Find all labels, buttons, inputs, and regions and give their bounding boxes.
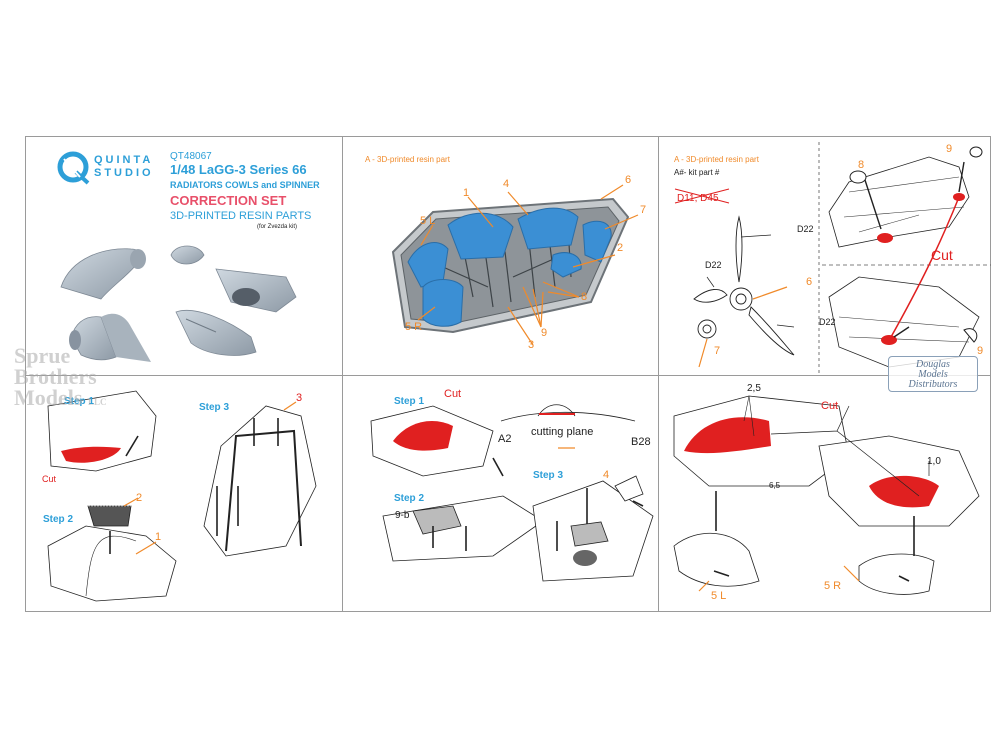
kit-part-a2: A2 — [498, 433, 512, 445]
part-label-5r: 5 R — [405, 321, 423, 333]
part-label-8: 8 — [581, 291, 588, 303]
part-label-3-step: 3 — [296, 392, 303, 404]
watermark-llc: LLC — [87, 397, 107, 407]
part-label-9-bottom: 9 — [977, 345, 984, 357]
cowl-fit-panel: Cut 2,5 6,5 1,0 5 L 5 R — [659, 376, 991, 612]
brand-name-1: QUINTA — [94, 154, 154, 166]
parts-legend-text: A - 3D-printed resin part — [365, 155, 450, 164]
product-code: QT48067 — [170, 151, 212, 162]
part-label-9-top: 9 — [946, 143, 953, 155]
cowl-cut-steps-illustration — [370, 404, 654, 582]
cut-label-right: Cut — [821, 400, 839, 412]
parts-panel: A - 3D-printed resin part — [343, 137, 658, 375]
part-label-5r-fit: 5 R — [824, 580, 842, 592]
kit-part-d22-left: D22 — [705, 260, 722, 270]
kit-part-b28: B28 — [631, 436, 651, 448]
kit-note: (for Zvezda kit) — [257, 224, 298, 230]
part-label-2-step: 2 — [136, 492, 143, 504]
step3-label: Step 3 — [199, 402, 230, 413]
spinner-legend-kit: A#- kit part # — [674, 168, 720, 177]
correction-label: CORRECTION SET — [170, 193, 287, 208]
dm-line-3: Distributors — [908, 379, 958, 390]
resin-sprue-illustration — [391, 184, 639, 346]
header-panel: QUINTA STUDIO QT48067 1/48 LaGG-3 Series… — [26, 137, 342, 375]
cowl-fit-illustration — [673, 395, 980, 595]
resin-parts-illustration — [60, 245, 297, 362]
part-label-5l: 5 L — [420, 215, 436, 227]
step1-label-mid: Step 1 — [394, 396, 425, 407]
part-label-4-mid: 4 — [603, 469, 610, 481]
step2-label-mid: Step 2 — [394, 493, 425, 504]
product-subtitle: RADIATORS COWLS and SPINNER — [170, 180, 320, 190]
dm-line-1: Douglas — [916, 359, 950, 370]
part-label-7: 7 — [640, 204, 647, 216]
spinner-panel: A - 3D-printed resin part A#- kit part #… — [659, 137, 991, 375]
step3-label-mid: Step 3 — [533, 470, 564, 481]
cut-label-step1: Cut — [42, 474, 57, 484]
divider-2 — [658, 137, 659, 611]
watermark-line-1: Sprue — [14, 343, 71, 368]
divider-horizontal — [26, 375, 990, 376]
part-label-1-step: 1 — [155, 531, 162, 543]
part-label-5l-fit: 5 L — [711, 590, 727, 602]
part-label-8-spinner: 8 — [858, 159, 865, 171]
dimension-2-5: 2,5 — [747, 383, 761, 394]
watermark-line-3-text: Models — [14, 385, 83, 410]
step2-label: Step 2 — [43, 514, 74, 525]
radiator-cowl-steps-illustration — [47, 390, 317, 602]
spinner-legend-a: A - 3D-printed resin part — [674, 155, 759, 164]
step1-label: Step 1 — [64, 396, 95, 407]
part-label-9: 9 — [541, 327, 548, 339]
quinta-logo-icon — [57, 151, 90, 185]
cut-label-spinner: Cut — [931, 247, 953, 263]
spinner-step-panel: Step 1 Step 2 Step 3 Cut cutting plane A… — [343, 376, 658, 612]
dm-line-2: Models — [918, 369, 948, 380]
radiator-step-panel: Step 1 Step 2 Step 3 Cut 2 1 3 — [26, 376, 342, 612]
parts-legend: A - 3D-printed resin part — [365, 155, 450, 164]
resin-label: 3D-PRINTED RESIN PARTS — [170, 210, 312, 222]
part-label-3: 3 — [528, 339, 535, 351]
removed-parts: D11, D45 — [677, 193, 719, 204]
part-label-9b: 9-b — [395, 510, 410, 521]
propeller-illustration — [674, 142, 991, 375]
part-label-2: 2 — [617, 242, 624, 254]
cut-label-mid: Cut — [444, 388, 462, 400]
part-label-6: 6 — [625, 174, 632, 186]
sprue-brothers-watermark: Sprue Brothers Models LLC — [14, 345, 106, 413]
dimension-1-0: 1,0 — [927, 456, 941, 467]
part-label-4: 4 — [503, 178, 510, 190]
cutting-plane-label: cutting plane — [531, 426, 594, 438]
brand-name-2: STUDIO — [94, 167, 154, 179]
watermark-line-3: Models LLC — [14, 387, 106, 413]
product-title: 1/48 LaGG-3 Series 66 — [170, 162, 307, 177]
watermark-line-2: Brothers — [14, 364, 97, 389]
kit-part-d22-right: D22 — [819, 317, 836, 327]
part-label-1: 1 — [463, 187, 470, 199]
douglas-models-watermark: Douglas Models Distributors — [888, 356, 978, 392]
dimension-6-5: 6,5 — [769, 481, 781, 490]
part-label-6-spinner: 6 — [806, 276, 813, 288]
instruction-sheet: QUINTA STUDIO QT48067 1/48 LaGG-3 Series… — [25, 136, 991, 612]
kit-part-d22-top: D22 — [797, 224, 814, 234]
part-label-7-spinner: 7 — [714, 345, 721, 357]
divider-1 — [342, 137, 343, 611]
